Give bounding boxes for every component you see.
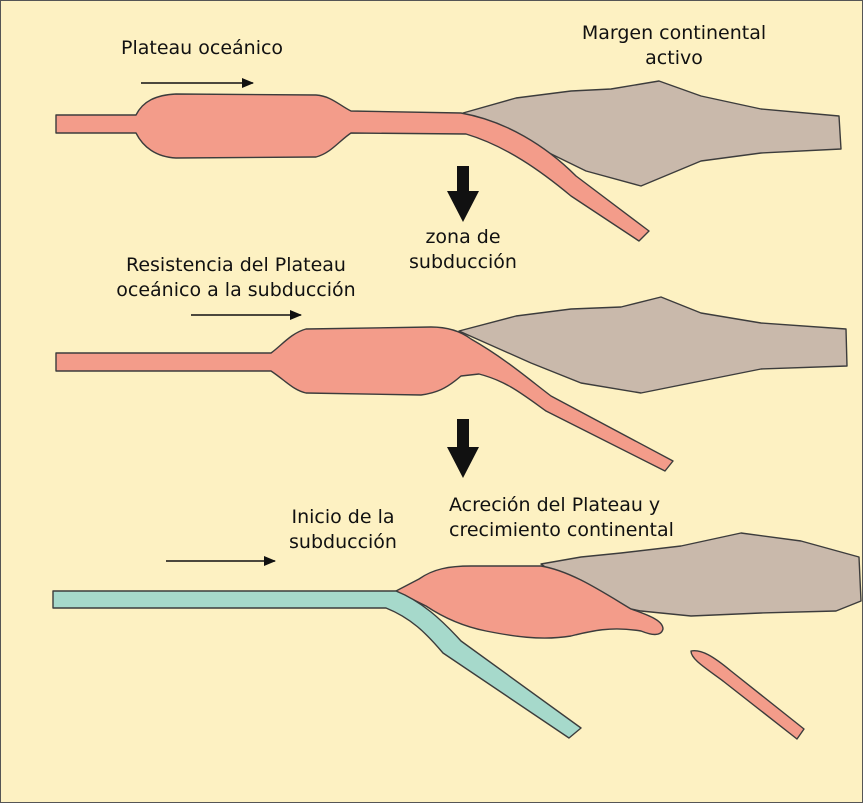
- plateau-oceanico-label: Plateau oceánico: [121, 36, 283, 61]
- new-subduction-label: Inicio de la subducción: [273, 505, 413, 555]
- new-subduction-label-line1: Inicio de la: [273, 505, 413, 530]
- detached-slab-3: [691, 651, 804, 739]
- accretion-label-line2: crecimiento continental: [449, 518, 679, 543]
- accretion-label-line1: Acreción del Plateau y: [449, 493, 679, 518]
- plateau-resistance-label-line1: Resistencia del Plateau: [111, 253, 361, 278]
- subduction-zone-label: zona de subducción: [401, 225, 525, 275]
- active-margin-label-line2: activo: [569, 46, 779, 71]
- subduction-zone-label-line1: zona de: [401, 225, 525, 250]
- plateau-resistance-label: Resistencia del Plateau oceánico a la su…: [111, 253, 361, 303]
- new-subduction-label-line2: subducción: [273, 530, 413, 555]
- down-arrow-2: [447, 419, 479, 478]
- accretion-label: Acreción del Plateau y crecimiento conti…: [449, 493, 679, 543]
- subduction-zone-label-line2: subducción: [401, 250, 525, 275]
- down-arrow-1: [447, 166, 479, 222]
- active-margin-label-line1: Margen continental: [569, 21, 779, 46]
- plateau-resistance-label-line2: oceánico a la subducción: [111, 278, 361, 303]
- active-margin-label: Margen continental activo: [569, 21, 779, 71]
